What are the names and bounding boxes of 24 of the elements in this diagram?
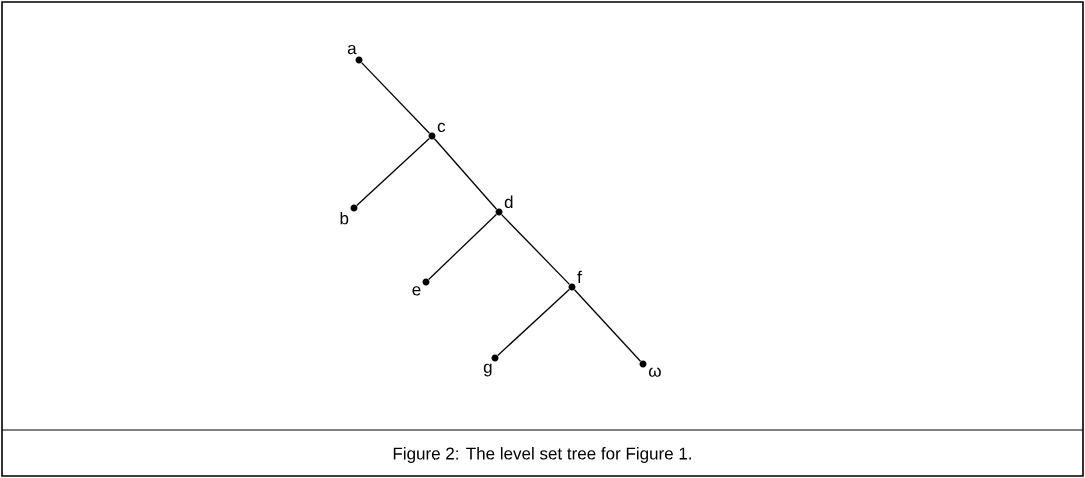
node-label: e — [412, 286, 421, 296]
node-label: d — [504, 195, 513, 209]
node-label: b — [340, 211, 349, 225]
tree-edge — [360, 62, 431, 134]
tree-vertex: b — [340, 204, 358, 225]
node-label: ω — [648, 367, 661, 377]
tree-edge — [500, 214, 571, 285]
tree-vertex: a — [347, 44, 363, 64]
node-label: a — [347, 44, 357, 55]
tree-edge — [497, 288, 570, 357]
tree-vertex: e — [412, 278, 430, 296]
tree-edge — [428, 213, 497, 281]
tree-edge — [433, 138, 498, 210]
tree-vertex: d — [495, 195, 513, 216]
tree-vertex: c — [428, 122, 446, 140]
node-label: f — [577, 270, 582, 284]
tree-vertex: f — [568, 270, 582, 291]
caption: Figure 2: The level set tree for Figure 1. — [393, 447, 691, 463]
node-label: c — [437, 122, 446, 133]
tree-edge — [356, 137, 430, 207]
node-label: g — [483, 363, 492, 377]
tree-edge — [573, 289, 642, 362]
tree-vertex: g — [483, 354, 499, 377]
tree-vertex: ω — [639, 360, 661, 377]
